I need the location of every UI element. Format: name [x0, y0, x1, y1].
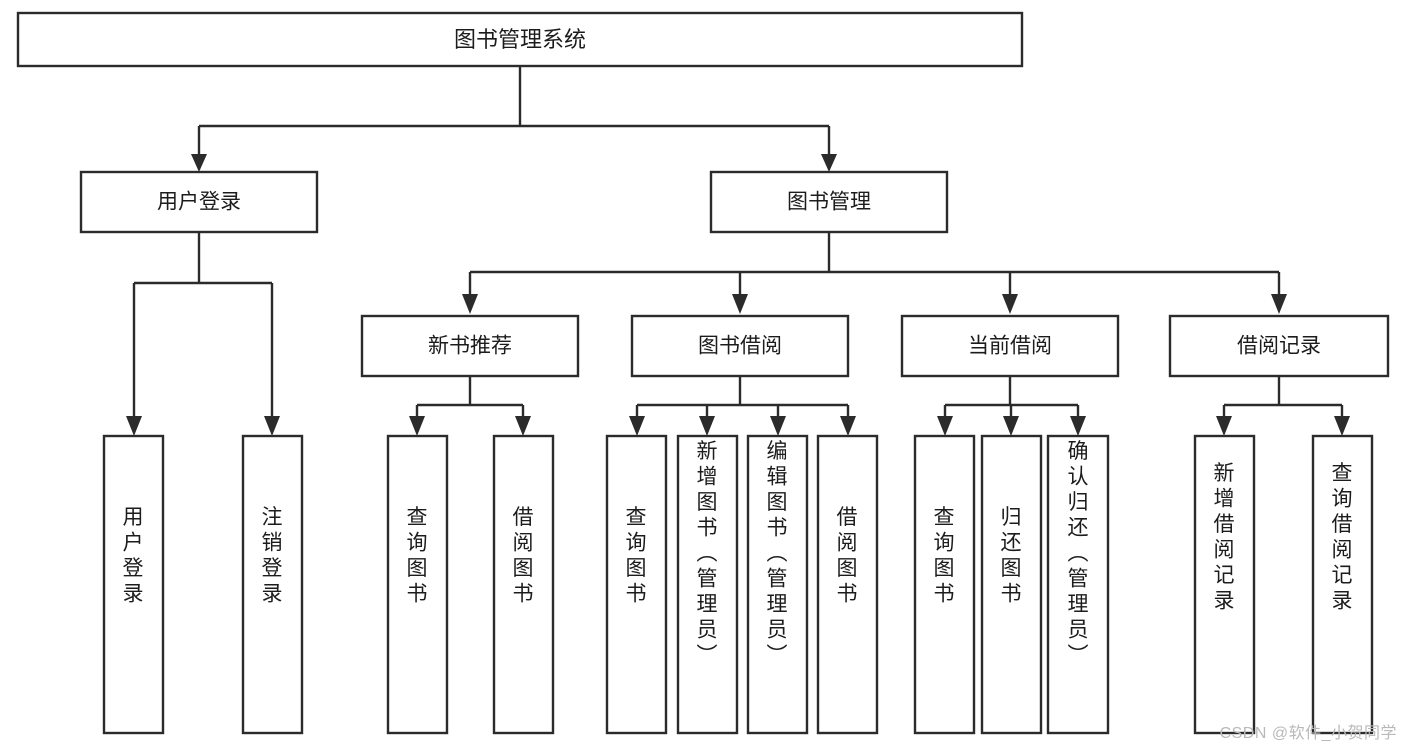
node-current-borrow[interactable]: 当前借阅 [900, 314, 1120, 378]
leaf-box[interactable] [816, 434, 879, 735]
leaf-borrow-record-0[interactable]: 新增借阅记录 [1193, 434, 1256, 735]
leaf-current-borrow-2[interactable]: 确认归还︵管理员︶ [1046, 434, 1110, 735]
borrow-record-box[interactable] [1168, 314, 1390, 378]
leaf-current-borrow-1[interactable]: 归还图书 [980, 434, 1043, 735]
leaf-label: 新增图书︵管理员︶ [697, 440, 718, 667]
leaf-book-borrow-3[interactable]: 借阅图书 [816, 434, 879, 735]
arrow-to-book-borrow [732, 294, 748, 314]
leaf-box[interactable] [676, 434, 739, 735]
arrow-book-borrow-leaf-0 [629, 416, 645, 436]
node-new-book-recommend[interactable]: 新书推荐 [360, 314, 580, 378]
arrow-book-borrow-leaf-3 [840, 416, 856, 436]
leaf-box[interactable] [241, 434, 304, 735]
arrow-borrow-record-leaf-0 [1216, 416, 1232, 436]
node-borrow-record[interactable]: 借阅记录 [1168, 314, 1390, 378]
book-borrow-box[interactable] [630, 314, 850, 378]
user-login-label: 用户登录 [157, 191, 241, 214]
arrow-to-current-borrow [1002, 294, 1018, 314]
arrow-user-login-leaf-0 [126, 416, 142, 436]
leaf-new-book-1[interactable]: 借阅图书 [492, 434, 555, 735]
leaf-label: 借阅图书 [837, 506, 858, 606]
arrow-current-borrow-leaf-0 [937, 416, 953, 436]
node-book-borrow[interactable]: 图书借阅 [630, 314, 850, 378]
leaf-user-login-1[interactable]: 注销登录 [241, 434, 304, 735]
new-book-recommend-label: 新书推荐 [428, 335, 512, 358]
arrow-current-borrow-leaf-1 [1003, 416, 1019, 436]
current-borrow-label: 当前借阅 [968, 335, 1052, 358]
leaf-book-borrow-0[interactable]: 查询图书 [605, 434, 668, 735]
arrow-to-user-login [191, 154, 207, 172]
arrow-to-book-mgmt [821, 154, 837, 172]
node-user-login[interactable]: 用户登录 [79, 170, 319, 234]
root-box[interactable] [16, 11, 1024, 68]
leaf-label: 查询借阅记录 [1332, 462, 1353, 613]
leaf-label: 查询图书 [626, 506, 647, 606]
leaf-box[interactable] [746, 434, 809, 735]
book-borrow-label: 图书借阅 [698, 335, 782, 358]
leaf-label: 编辑图书︵管理员︶ [767, 440, 788, 667]
arrow-user-login-leaf-1 [264, 416, 280, 436]
connector-layer [126, 66, 1350, 436]
arrow-to-borrow-record [1271, 294, 1287, 314]
leaf-label: 查询图书 [407, 506, 428, 606]
leaf-book-borrow-2[interactable]: 编辑图书︵管理员︶ [746, 434, 809, 735]
leaf-box[interactable] [386, 434, 449, 735]
leaf-box[interactable] [1193, 434, 1256, 735]
book-management-box[interactable] [709, 170, 949, 234]
leaf-box[interactable] [492, 434, 555, 735]
leaf-current-borrow-0[interactable]: 查询图书 [913, 434, 976, 735]
leaf-label: 用户登录 [123, 506, 144, 606]
leaf-label: 归还图书 [1001, 506, 1022, 606]
borrow-record-label: 借阅记录 [1237, 335, 1321, 358]
leaf-box[interactable] [1046, 434, 1110, 735]
leaf-label: 注销登录 [262, 506, 283, 606]
arrow-borrow-record-leaf-1 [1334, 416, 1350, 436]
leaf-label: 借阅图书 [513, 506, 534, 606]
arrow-new-book-leaf-1 [515, 416, 531, 436]
current-borrow-box[interactable] [900, 314, 1120, 378]
node-root-book-management-system[interactable]: 图书管理系统 [16, 11, 1024, 68]
book-management-label: 图书管理 [787, 191, 871, 214]
leaf-book-borrow-1[interactable]: 新增图书︵管理员︶ [676, 434, 739, 735]
arrow-book-borrow-leaf-2 [770, 416, 786, 436]
root-label: 图书管理系统 [454, 27, 586, 52]
leaf-label: 查询图书 [934, 506, 955, 606]
leaf-new-book-0[interactable]: 查询图书 [386, 434, 449, 735]
leaf-label: 确认归还︵管理员︶ [1068, 440, 1089, 667]
leaf-box[interactable] [102, 434, 165, 735]
arrow-book-borrow-leaf-1 [699, 416, 715, 436]
arrow-to-new-book [462, 294, 478, 314]
arrow-new-book-leaf-0 [409, 416, 425, 436]
node-book-management[interactable]: 图书管理 [709, 170, 949, 234]
leaf-borrow-record-1[interactable]: 查询借阅记录 [1311, 434, 1374, 735]
leaf-label: 新增借阅记录 [1214, 462, 1235, 613]
arrow-current-borrow-leaf-2 [1070, 416, 1086, 436]
leaf-box[interactable] [913, 434, 976, 735]
leaf-box[interactable] [1311, 434, 1374, 735]
leaf-box[interactable] [980, 434, 1043, 735]
leaf-user-login-0[interactable]: 用户登录 [102, 434, 165, 735]
user-login-box[interactable] [79, 170, 319, 234]
new-book-recommend-box[interactable] [360, 314, 580, 378]
leaf-box[interactable] [605, 434, 668, 735]
